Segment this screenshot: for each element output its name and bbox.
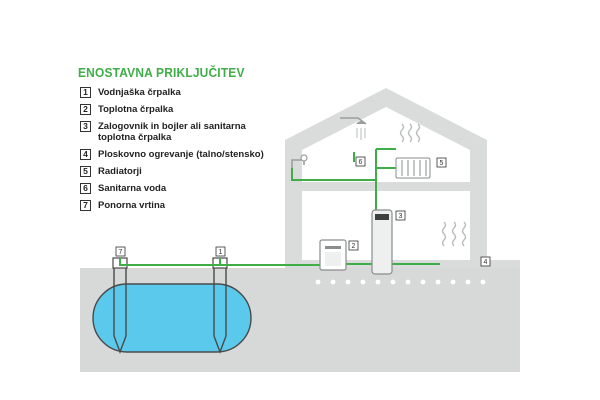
groundwater-reservoir bbox=[92, 283, 252, 353]
tag-4: 4 bbox=[480, 256, 491, 267]
legend-item: 2 Toplotna črpalka bbox=[80, 104, 283, 115]
svg-text:5: 5 bbox=[440, 160, 444, 167]
svg-text:1: 1 bbox=[219, 249, 223, 256]
tag-5: 5 bbox=[436, 157, 447, 168]
legend-number: 5 bbox=[80, 166, 91, 177]
svg-text:2: 2 bbox=[352, 243, 356, 250]
legend-label: Ploskovno ogrevanje (talno/stensko) bbox=[98, 149, 264, 160]
legend-item: 3 Zalogovnik in bojler ali sanitarna top… bbox=[80, 121, 283, 143]
shower-icon bbox=[340, 117, 367, 140]
legend-number: 4 bbox=[80, 149, 91, 160]
legend-number: 6 bbox=[80, 183, 91, 194]
legend-item: 1 Vodnjaška črpalka bbox=[80, 87, 283, 98]
svg-text:6: 6 bbox=[359, 159, 363, 166]
svg-text:7: 7 bbox=[119, 249, 123, 256]
diagram-title: ENOSTAVNA PRIKLJUČITEV bbox=[78, 65, 245, 80]
radiator bbox=[395, 157, 431, 179]
tag-2: 2 bbox=[348, 240, 359, 251]
legend-label: Zalogovnik in bojler ali sanitarna toplo… bbox=[98, 121, 246, 143]
legend-item: 6 Sanitarna voda bbox=[80, 183, 283, 194]
legend-label: Ponorna vrtina bbox=[98, 200, 166, 211]
tag-7: 7 bbox=[115, 246, 126, 257]
legend-label: Toplotna črpalka bbox=[98, 104, 174, 115]
legend-item: 7 Ponorna vrtina bbox=[80, 200, 283, 211]
tag-1: 1 bbox=[215, 246, 226, 257]
legend-item: 4 Ploskovno ogrevanje (talno/stensko) bbox=[80, 149, 283, 160]
tag-6: 6 bbox=[355, 156, 366, 167]
legend-item: 5 Radiatorji bbox=[80, 166, 283, 177]
pipes bbox=[119, 148, 440, 266]
legend-label: Vodnjaška črpalka bbox=[98, 87, 181, 98]
svg-text:4: 4 bbox=[484, 259, 488, 266]
legend: 1 Vodnjaška črpalka 2 Toplotna črpalka 3… bbox=[80, 87, 283, 211]
legend-number: 7 bbox=[80, 200, 91, 211]
tag-3: 3 bbox=[395, 210, 406, 221]
legend-label: Sanitarna voda bbox=[98, 183, 167, 194]
legend-number: 3 bbox=[80, 121, 91, 132]
svg-text:3: 3 bbox=[399, 213, 403, 220]
foundation-dots bbox=[315, 279, 486, 285]
legend-number: 1 bbox=[80, 87, 91, 98]
storage-tank bbox=[371, 209, 393, 275]
tap-icon bbox=[291, 154, 308, 168]
legend-number: 2 bbox=[80, 104, 91, 115]
legend-label: Radiatorji bbox=[98, 166, 142, 177]
heat-waves bbox=[399, 123, 467, 247]
heat-pump-unit bbox=[319, 239, 347, 271]
